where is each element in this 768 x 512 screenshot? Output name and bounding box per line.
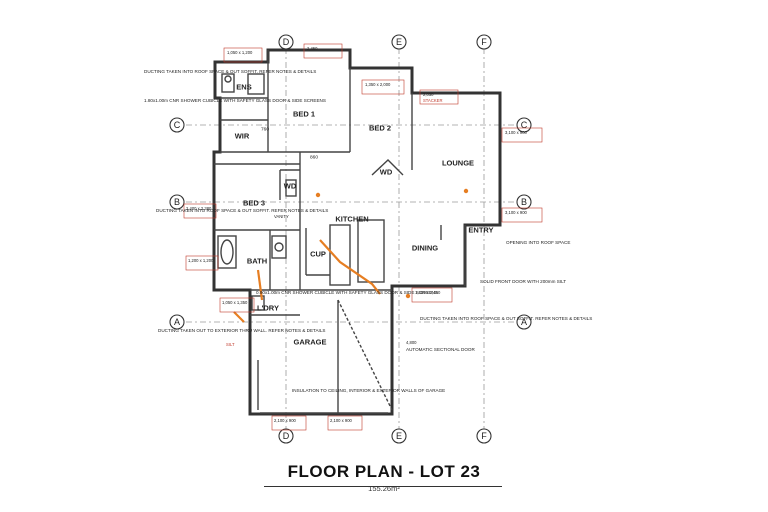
note-roof-space: OPENING INTO ROOF SPACE (506, 240, 570, 245)
grid-label: C (521, 120, 528, 130)
note-duct-ens: DUCTING TAKEN INTO ROOF SPACE & OUT SOFF… (144, 69, 316, 74)
title-block: FLOOR PLAN - LOT 23 155.26m² (0, 462, 768, 493)
room-label-entry: ENTRY (468, 226, 493, 235)
grid-label: B (174, 197, 180, 207)
room-label-dining: DINING (412, 244, 438, 253)
dimension-tags: 1,050 x 1,200 2,450 1,350 x 2,000 2,050 … (183, 43, 543, 431)
grid-bubble-right-b: B (516, 194, 532, 210)
grid-bubble-top-d: D (278, 34, 294, 50)
dim-tag: 2,050 (423, 92, 434, 97)
dim-tag: 1,050 x 1,350 (222, 300, 248, 305)
note-shower-bath: 0.90x1.00m CNR SHOWER CUBICLE WITH SAFET… (256, 290, 438, 295)
grid-bubble-right-c: C (516, 117, 532, 133)
dim-tag: 3,100 x 900 (505, 130, 528, 135)
ducting-lines (233, 188, 469, 323)
dim-tag: 1,450 x 2,450 (415, 290, 441, 295)
grid-bubble-left-a: A (169, 314, 185, 330)
room-label-wir: WIR (235, 132, 250, 141)
grid-bubble-bottom-e: E (391, 428, 407, 444)
exterior-walls (212, 48, 502, 416)
room-label-wd2: WD (380, 168, 393, 177)
note-vanity: VANITY (274, 214, 289, 219)
dim-tag: 2,450 (307, 46, 318, 51)
grid-bubble-top-f: F (476, 34, 492, 50)
dim-tag: 2,100 x 900 (274, 418, 297, 423)
annotation-notes: DUCTING TAKEN INTO ROOF SPACE & OUT SOFF… (144, 69, 592, 393)
grid-bubble-right-a: A (516, 314, 532, 330)
grid-bubble-bottom-d: D (278, 428, 294, 444)
room-label-bed2: BED 2 (369, 124, 391, 133)
room-label-bath: BATH (247, 257, 267, 266)
note-duct-bath: DUCTING TAKEN INTO ROOF SPACE & OUT SOFF… (156, 208, 328, 213)
dim-tag: 1,050 x 1,200 (227, 50, 253, 55)
door-width: 760 (261, 127, 269, 133)
note-silt: SILT (226, 342, 235, 347)
grid-label: B (521, 197, 527, 207)
dim-tag: 3,100 x 900 (505, 210, 528, 215)
note-front-door: SOLID FRONT DOOR WITH 200mm SILT (480, 279, 566, 284)
note-insulation: INSULATION TO CEILING, INTERIOR & EXTERI… (292, 388, 445, 393)
room-label-ens: ENS (236, 83, 251, 92)
room-label-bed3: BED 3 (243, 199, 265, 208)
room-label-cup: CUP (310, 250, 326, 259)
dim-tag: 1,350 x 2,000 (365, 82, 391, 87)
grid-label: A (521, 317, 527, 327)
grid-label: E (396, 431, 402, 441)
room-label-bed1: BED 1 (293, 110, 315, 119)
door-width: 860 (310, 155, 318, 161)
dim-tag-note: STACKER (423, 98, 442, 103)
note-duct-kitchen: DUCTING TAKEN INTO ROOF SPACE & OUT SOFF… (420, 316, 592, 321)
dim-tag: 2,100 x 900 (330, 418, 353, 423)
grid-bubble-top-e: E (391, 34, 407, 50)
note-sectional-door: AUTOMATIC SECTIONAL DOOR (406, 347, 476, 352)
grid-bubble-bottom-f: F (476, 428, 492, 444)
room-label-wd1: WD (284, 182, 297, 191)
room-label-lounge: LOUNGE (442, 159, 474, 168)
grid-label: D (283, 37, 290, 47)
dim-tag: 4,800 (406, 340, 417, 345)
bathroom-fixtures (217, 73, 297, 311)
plan-area: 155.26m² (368, 484, 400, 493)
room-label-ldry: L'DRY (257, 304, 279, 313)
grid-label: D (283, 431, 290, 441)
note-shower-ens: 1.80x1.00m CNR SHOWER CUBICLE WITH SAFET… (144, 98, 326, 103)
title-underline (264, 486, 502, 487)
room-label-garage: GARAGE (294, 338, 327, 347)
dim-tag: 1,200 x 1,200 (188, 258, 214, 263)
room-label-kitchen: KITCHEN (335, 215, 368, 224)
grid-label: F (481, 431, 487, 441)
grid-label: F (481, 37, 487, 47)
grid-label: A (174, 317, 180, 327)
note-duct-exterior: DUCTING TAKEN OUT TO EXTERIOR THRU WALL.… (158, 328, 325, 333)
grid-label: C (174, 120, 181, 130)
grid-bubble-left-c: C (169, 117, 185, 133)
dim-tag: 2,400 x 2,380 (186, 206, 212, 211)
grid-label: E (396, 37, 402, 47)
grid-bubble-left-b: B (169, 194, 185, 210)
interior-walls (214, 50, 466, 414)
plan-title: FLOOR PLAN - LOT 23 (287, 462, 481, 481)
